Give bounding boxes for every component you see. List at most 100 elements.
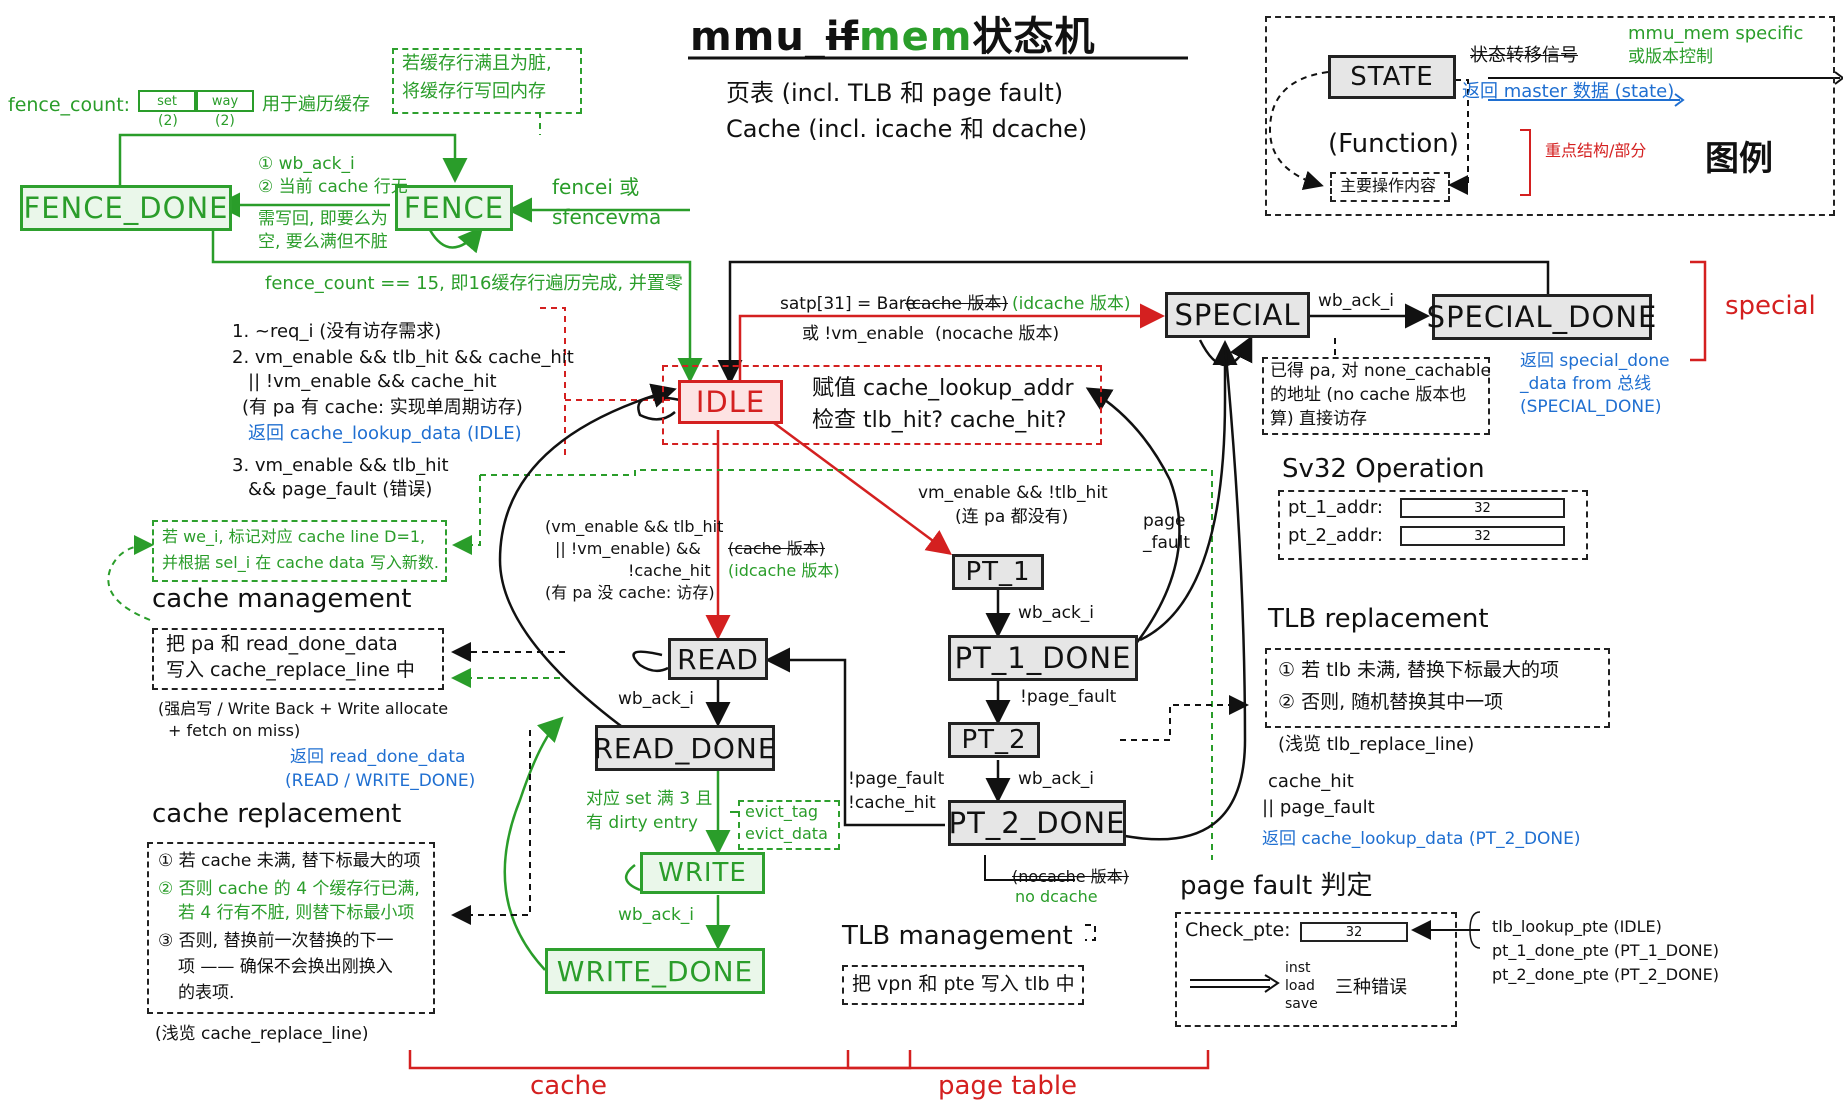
- pt-page-fault-1: page: [1143, 511, 1186, 531]
- idle-assign-1: 赋值 cache_lookup_addr: [812, 376, 1074, 401]
- diagram-title: mmu_ifmem状态机: [690, 14, 1095, 60]
- write-set-full-1: 对应 set 满 3 且: [586, 789, 713, 809]
- fence-count-use: 用于遍历缓存: [262, 94, 370, 115]
- section-cache-label: cache: [530, 1071, 607, 1101]
- cache-replacement-item3c: 的表项.: [178, 983, 235, 1003]
- fence-wb-ack: ① wb_ack_i: [258, 154, 355, 174]
- cache-replacement-item1: ① 若 cache 未满, 替下标最大的项: [158, 851, 421, 871]
- fence-trigger-1: fencei 或: [552, 175, 640, 199]
- fence-way-bits: (2): [215, 113, 235, 129]
- cache-return-2: (READ / WRITE_DONE): [285, 771, 476, 791]
- state-special-done: SPECIAL_DONE: [1427, 294, 1656, 340]
- read-cond-1: (vm_enable && tlb_hit: [545, 517, 724, 536]
- tlb-replacement-see: (浅览 tlb_replace_line): [1278, 734, 1475, 755]
- pt-back-read-2: !cache_hit: [848, 793, 936, 813]
- special-note-3: 算) 直接访存: [1270, 409, 1368, 429]
- cache-return-1: 返回 read_done_data: [290, 747, 466, 767]
- cache-replacement-heading: cache replacement: [152, 799, 402, 829]
- special-bracket-label: special: [1725, 291, 1816, 321]
- legend-box: [1265, 16, 1835, 216]
- title-if: if: [825, 14, 859, 60]
- legend-state: STATE: [1328, 55, 1456, 99]
- state-idle: IDLE: [678, 380, 783, 424]
- page-fault-src-3: pt_2_done_pte (PT_2_DONE): [1492, 965, 1719, 984]
- evict-box: [738, 800, 840, 850]
- cache-management-body-1: 把 pa 和 read_done_data: [166, 633, 398, 655]
- subtitle-page-table: 页表 (incl. TLB 和 page fault): [726, 79, 1064, 107]
- pt-not-page-fault: !page_fault: [1020, 687, 1117, 707]
- special-note-box: [1262, 357, 1490, 435]
- pt-nocache-1: (nocache 版本): [1012, 867, 1129, 886]
- legend-return-master: 返回 master 数据 (state): [1462, 81, 1675, 102]
- idle-cond-2c: (有 pa 有 cache: 实现单周期访存): [242, 397, 523, 418]
- title-mmu: mmu_: [690, 14, 826, 60]
- special-return-1: 返回 special_done: [1520, 351, 1670, 371]
- special-note-2: 的地址 (no cache 版本也: [1270, 385, 1467, 405]
- page-fault-src-2: pt_1_done_pte (PT_1_DONE): [1492, 941, 1719, 960]
- fence-current-line: ② 当前 cache 行无: [258, 177, 408, 197]
- cache-replacement-item3a: ③ 否则, 替换前一次替换的下一: [158, 931, 394, 951]
- cache-we-note-2: 并根据 sel_i 在 cache data 写入新数.: [162, 553, 440, 572]
- pt-wb-ack-1: wb_ack_i: [1018, 603, 1095, 623]
- idle-cond-2b: || !vm_enable && cache_hit: [248, 371, 497, 392]
- idle-cond-2a: 2. vm_enable && tlb_hit && cache_hit: [232, 347, 574, 368]
- title-fsm: 状态机: [972, 14, 1096, 60]
- pt-return-pt2: 返回 cache_lookup_data (PT_2_DONE): [1262, 829, 1581, 849]
- read-icache-version: (idcache 版本): [728, 561, 840, 580]
- page-fault-check: Check_pte:: [1185, 919, 1291, 941]
- idle-assign-box: [662, 365, 1102, 445]
- special-return-3: (SPECIAL_DONE): [1520, 397, 1662, 417]
- fence-dirty-note-1: 若缓存行满且为脏,: [402, 53, 552, 74]
- idle-cond-3a: 3. vm_enable && tlb_hit: [232, 455, 449, 476]
- legend-mmu-mem-specific: mmu_mem specific: [1628, 23, 1804, 44]
- subtitle-cache: Cache (incl. icache 和 dcache): [726, 115, 1088, 143]
- sv32-pt2-field: 32: [1400, 526, 1565, 546]
- fence-count-way-field: way: [196, 90, 254, 112]
- page-fault-check-field: 32: [1300, 922, 1408, 942]
- special-satp-nocache: (nocache 版本): [935, 324, 1060, 344]
- title-mem: mem: [858, 14, 973, 60]
- state-write: WRITE: [640, 852, 765, 894]
- pt-cond-2: (连 pa 都没有): [955, 507, 1069, 527]
- cache-policy-1: (强启写 / Write Back + Write allocate: [158, 699, 449, 718]
- sv32-pt1-field: 32: [1400, 498, 1565, 518]
- page-fault-inst: inst: [1285, 960, 1311, 976]
- cache-replacement-item2a: ② 否则 cache 的 4 个缓存行已满,: [158, 879, 420, 899]
- pt-nocache-2: no dcache: [1015, 887, 1098, 906]
- special-satp-1: satp[31] = Bare: [780, 294, 916, 314]
- idle-cond-1: 1. ~req_i (没有访存需求): [232, 321, 442, 342]
- read-cache-version: (cache 版本): [728, 539, 825, 558]
- legend-key-struct: 重点结构/部分: [1545, 141, 1647, 160]
- page-fault-three-errors: 三种错误: [1335, 977, 1407, 998]
- special-satp-icache: (idcache 版本): [1012, 294, 1131, 314]
- state-pt-2-done: PT_2_DONE: [948, 800, 1126, 846]
- pt-hit-2: || page_fault: [1262, 797, 1375, 818]
- evict-data: evict_data: [745, 824, 828, 843]
- idle-cond-2-return: 返回 cache_lookup_data (IDLE): [248, 423, 522, 444]
- cache-management-box: [152, 628, 444, 690]
- state-write-done: WRITE_DONE: [545, 948, 765, 994]
- cache-replacement-box: [147, 842, 435, 1014]
- read-cond-4: (有 pa 没 cache: 访存): [545, 583, 715, 602]
- page-fault-save: save: [1285, 996, 1318, 1012]
- fence-count-set-field: set: [138, 90, 196, 112]
- sv32-pt2-addr: pt_2_addr:: [1288, 525, 1383, 546]
- special-return-2: _data from 总线: [1520, 374, 1652, 394]
- fence-dirty-note-2: 将缓存行写回内存: [402, 81, 546, 102]
- fence-trigger-2: sfencevma: [552, 205, 662, 229]
- state-special: SPECIAL: [1165, 292, 1310, 338]
- tlb-replacement-item2: ② 否则, 随机替换其中一项: [1278, 691, 1504, 713]
- read-wb-ack: wb_ack_i: [618, 689, 695, 709]
- fence-need-wb-2: 空, 要么满但不脏: [258, 232, 388, 252]
- page-fault-src-1: tlb_lookup_pte (IDLE): [1492, 917, 1662, 936]
- state-pt-1-done: PT_1_DONE: [948, 635, 1138, 681]
- sv32-pt1-addr: pt_1_addr:: [1288, 497, 1383, 518]
- state-read-done: READ_DONE: [593, 725, 776, 771]
- sv32-box: [1278, 490, 1588, 560]
- legend-version-specific: 或版本控制: [1628, 47, 1713, 67]
- cache-we-note-1: 若 we_i, 标记对应 cache line D=1,: [162, 527, 426, 546]
- tlb-replacement-box: [1265, 648, 1610, 728]
- page-fault-heading: page fault 判定: [1180, 871, 1373, 901]
- read-cond-2: || !vm_enable) &&: [555, 539, 701, 558]
